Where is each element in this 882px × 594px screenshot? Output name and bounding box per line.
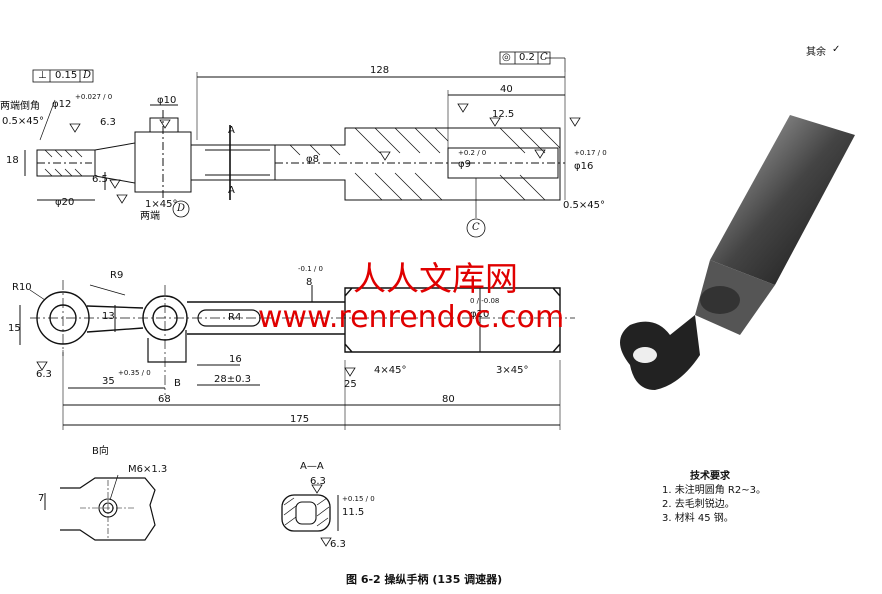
ra-125-label: 12.5 [492,109,515,120]
bore-12-tol: +0.027 / 0 [75,93,113,101]
figure-caption: 图 6-2 操纵手柄 (135 调速器) [346,573,503,586]
section-a-label-top: A [228,125,235,136]
chamfer-3x45-label: 3×45° [496,365,529,376]
tech-requirements: 技术要求 1. 未注明圆角 R2~3。 2. 去毛刺锐边。 3. 材料 45 钢… [662,470,766,526]
tech-requirement-item: 1. 未注明圆角 R2~3。 [662,485,766,496]
shaft-outline [275,127,561,201]
tolerance-frame-perpendicularity [32,69,94,83]
view-b-arrow-label: B [174,378,181,389]
front-shaft [344,287,561,353]
chamfer-4x45-label: 4×45° [374,365,407,376]
tech-requirements-title: 技术要求 [690,471,730,482]
len-80-label: 80 [442,394,455,405]
len-175-label: 175 [290,414,310,425]
tolerance-frame-concentricity [499,51,551,65]
dia-20-label: φ20 [55,197,75,208]
thread-label: M6×1.3 [128,464,168,475]
dia-20-front-label: φ20 [470,309,490,320]
slot-body [187,301,345,335]
view-b-dim-7: 7 [38,493,45,504]
dim-18-label: 18 [6,155,19,166]
len-128-label: 128 [370,65,390,76]
dim-28-label: 28±0.3 [214,374,252,385]
section-aa-title: A—A [300,461,324,472]
section-aa-dim-tol: +0.15 / 0 [342,495,375,503]
dia-10-label: φ10 [157,95,177,106]
chamfer-spec: 0.5×45° [2,116,45,127]
tol-frame-2-datum: C [540,52,548,63]
ra-25-label: 25 [344,379,357,390]
dia-16-label: φ16 [574,161,594,172]
datum-d-circle [172,200,190,218]
len-40-label: 40 [500,84,513,95]
datum-c-circle [466,218,486,238]
r10-label: R10 [12,282,32,293]
b-view-outline [60,477,156,541]
dia-9-tol: +0.2 / 0 [458,149,487,157]
view-b-title: B向 [92,446,109,457]
len-68-label: 68 [158,394,171,405]
tol-frame-1-symbol: ⊥ [38,70,47,81]
front-view [19,280,575,430]
dim-13-label: 13 [102,311,115,322]
dim-8-tol: -0.1 / 0 [298,265,323,273]
tol-frame-2-value: 0.2 [519,52,535,63]
tol-frame-1-value: 0.15 [55,70,78,81]
roughness-note-icon: ✓ [832,44,841,55]
r9-label: R9 [110,270,124,281]
dim-8-label: 8 [306,277,313,288]
dim-16-label: 16 [229,354,242,365]
elongated-slot [197,309,261,327]
ra-63-front-label: 6.3 [36,369,52,380]
roughness-note: 其余 [806,47,826,58]
inner-bore [447,147,559,179]
datum-d-label: D [177,203,186,214]
boss-extension [147,330,187,363]
watermark-chinese: 人人文库网 [353,259,518,298]
chamfer-note: 两端倒角 [0,101,40,112]
dia-8-label: φ8 [306,154,319,165]
tech-requirement-item: 2. 去毛刺锐边。 [662,499,735,510]
section-aa-ra: 6.3 [310,476,326,487]
isometric-render [620,115,855,390]
section-aa-dim: 11.5 [342,507,365,518]
hatch-left-bore [44,149,83,177]
dia-20-front-tol: 0 / -0.08 [470,297,500,305]
dia-16-tol: +0.17 / 0 [574,149,607,157]
ra-63-label: 6.3 [100,117,116,128]
tol-frame-1-datum: D [83,70,92,81]
r4-label: R4 [228,312,242,323]
section-aa-drawing [281,484,339,547]
dim-35-label: 35 [102,376,115,387]
dia-9-label: φ9 [458,159,471,170]
dim-15-label: 15 [8,323,21,334]
chamfer-1x45-label: 1×45° [145,199,178,210]
shaft-hatch [289,127,561,201]
tech-requirement-item: 3. 材料 45 钢。 [662,513,734,524]
top-view [24,51,581,238]
section-aa-ra-bottom: 6.3 [330,539,346,550]
both-ends-label: 两端 [140,211,160,222]
watermark-url: www.renrendoc.com [258,300,565,335]
chamfer-end-label: 0.5×45° [563,200,606,211]
roughness-symbol [69,123,81,133]
dim-65-label: 6.5 [92,174,108,185]
bore-12-label: φ12 [52,99,72,110]
tol-frame-2-symbol: ◎ [502,52,511,63]
datum-c-label: C [472,222,480,233]
section-outline [281,494,331,532]
dim-35-tol: +0.35 / 0 [118,369,151,377]
section-a-label-bottom: A [228,185,235,196]
view-b-drawing [44,474,156,541]
